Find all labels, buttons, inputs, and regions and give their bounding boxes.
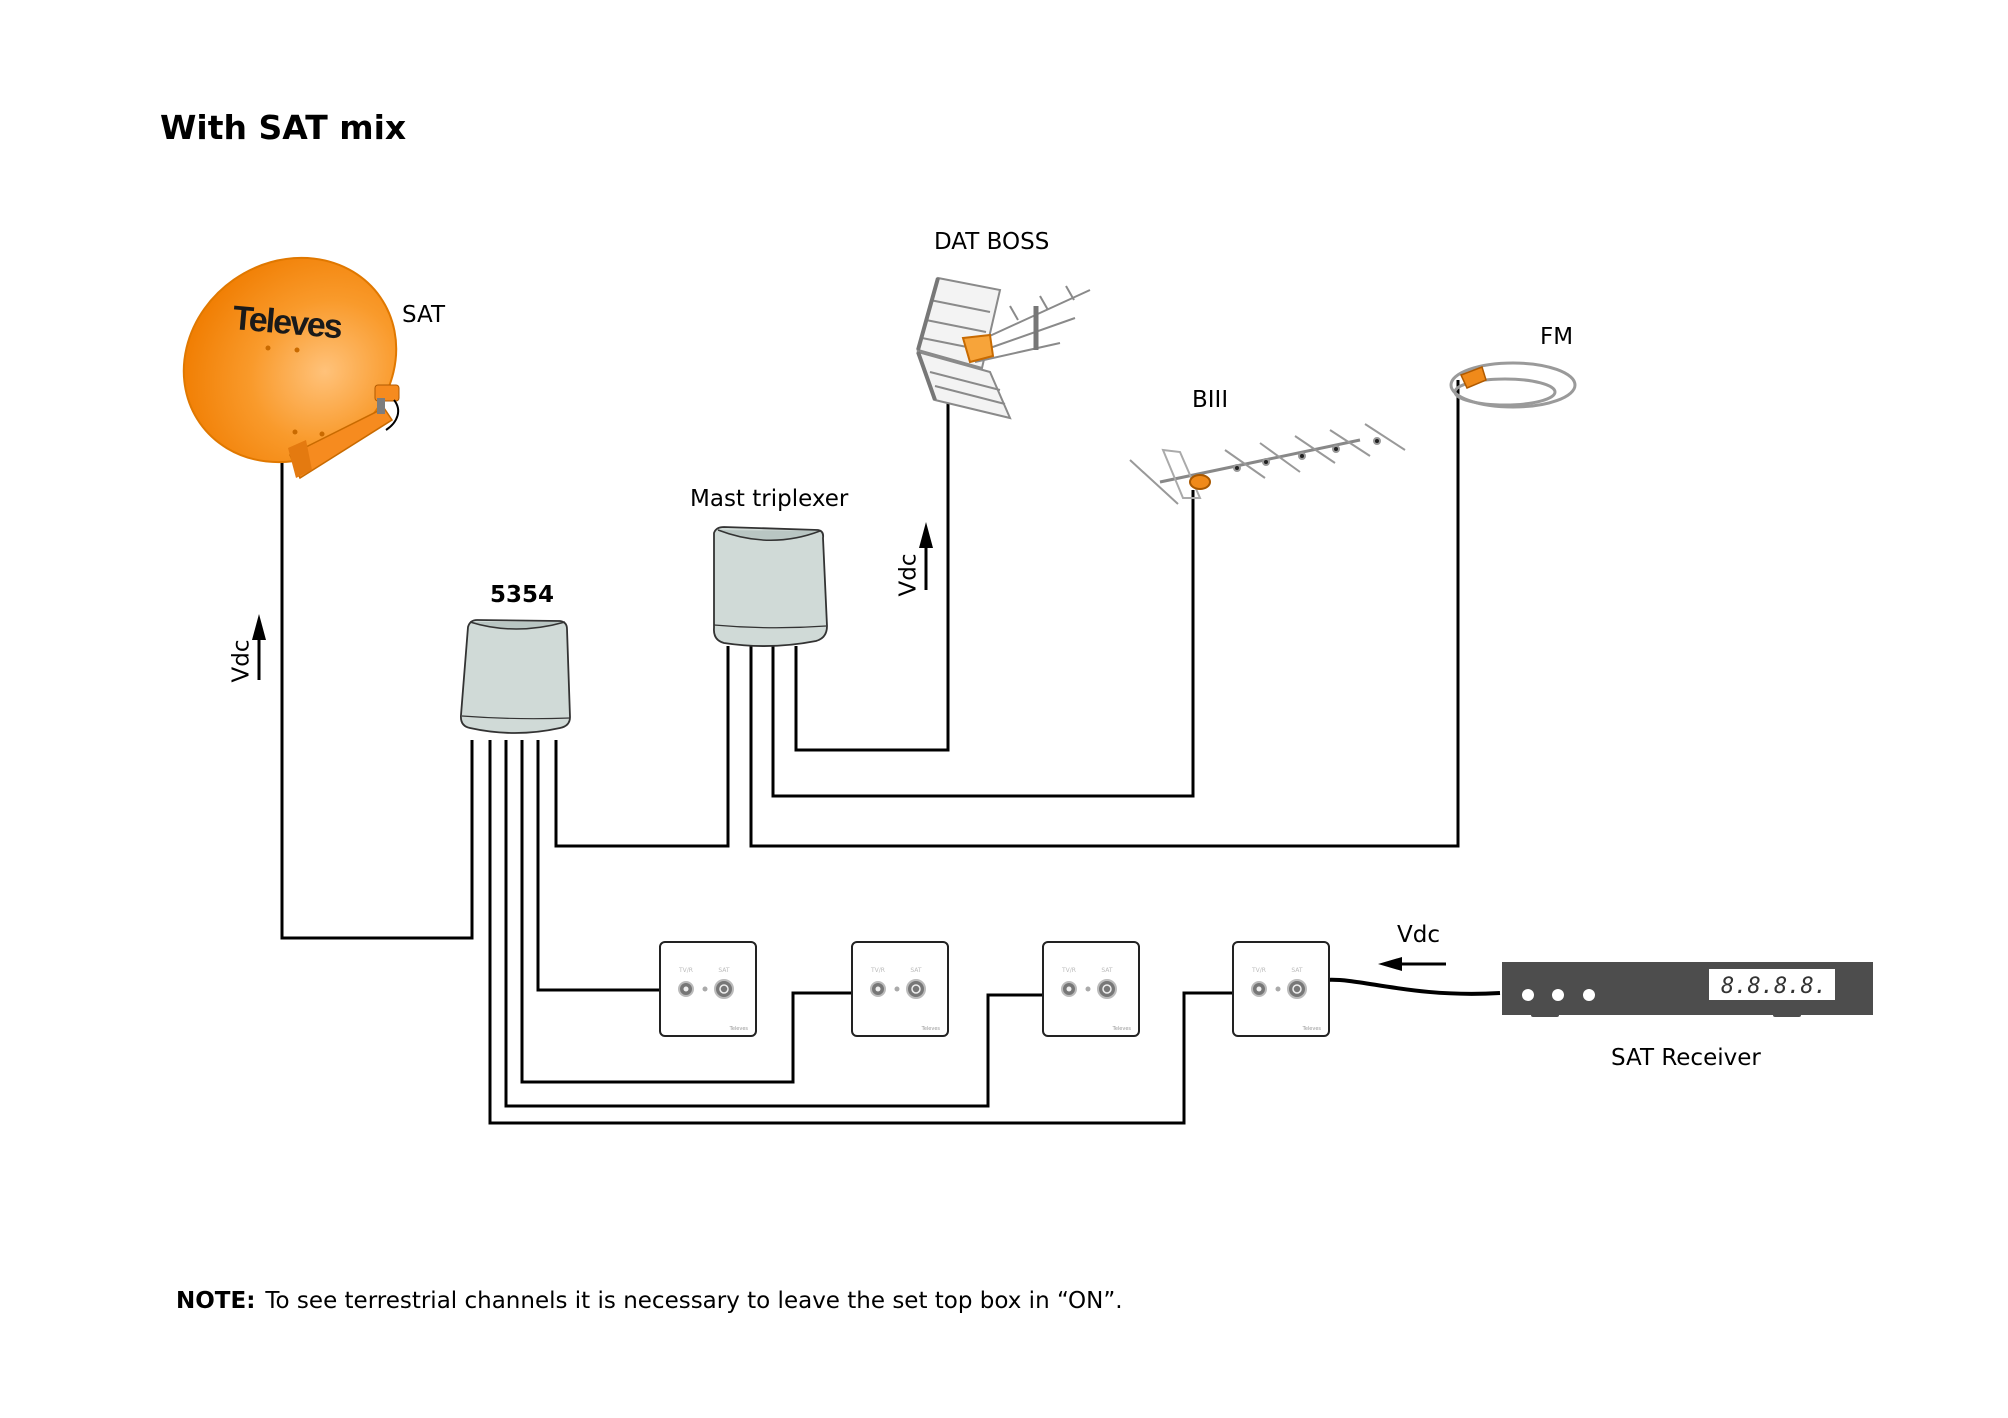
outlet-tv-label: TV/R <box>1061 967 1076 974</box>
vdc-arrow-receiver <box>1378 957 1446 971</box>
outlet-tv-label: TV/R <box>870 967 885 974</box>
cable-triplexer-to-biii <box>771 490 1195 798</box>
outlet-brand: Televes <box>1112 1026 1132 1032</box>
sat-receiver-label: SAT Receiver <box>1611 1045 1761 1071</box>
outlet-tv-label: TV/R <box>678 967 693 974</box>
dat-boss-antenna-icon <box>916 276 1091 420</box>
sat-socket[interactable] <box>1287 979 1307 999</box>
outlet-sat-label: SAT <box>1291 967 1303 974</box>
wall-outlet: TV/R SAT Televes <box>659 941 757 1037</box>
fm-label: FM <box>1540 324 1574 350</box>
wall-outlet: TV/R SAT Televes <box>1042 941 1140 1037</box>
receiver-button[interactable] <box>1552 989 1564 1001</box>
page-title: With SAT mix <box>160 108 407 147</box>
multiswitch-label: 5354 <box>490 582 555 608</box>
outlet-brand: Televes <box>1302 1026 1322 1032</box>
cable-out2 <box>520 740 852 1084</box>
vdc-label-receiver: Vdc <box>1397 922 1440 948</box>
receiver-display-text: 8.8.8.8. <box>1721 974 1827 999</box>
dish-brand: Televes <box>231 299 343 346</box>
outlet-tv-label: TV/R <box>1251 967 1266 974</box>
vdc-label-datboss: Vdc <box>895 553 922 597</box>
led-indicator <box>702 986 708 992</box>
cable-out4 <box>488 740 1233 1125</box>
cable-sat-to-multiswitch <box>280 462 474 940</box>
outlet-sat-label: SAT <box>1101 967 1113 974</box>
receiver-button[interactable] <box>1583 989 1595 1001</box>
mast-triplexer-icon <box>713 526 828 647</box>
mast-triplexer-label: Mast triplexer <box>690 486 849 512</box>
dat-boss-label: DAT BOSS <box>934 229 1050 255</box>
sat-socket[interactable] <box>1097 979 1117 999</box>
cable-multiswitch-to-triplexer <box>554 646 730 848</box>
cable-triplexer-to-datboss <box>794 395 950 752</box>
outlet-sat-label: SAT <box>910 967 922 974</box>
note-prefix: NOTE: <box>176 1288 256 1314</box>
sat-receiver-icon: 8.8.8.8. <box>1502 962 1873 1017</box>
vdc-arrow-datboss <box>919 522 933 590</box>
receiver-button[interactable] <box>1522 989 1534 1001</box>
led-indicator <box>1085 986 1091 992</box>
sat-label: SAT <box>402 302 446 328</box>
biii-antenna-icon <box>1129 423 1406 505</box>
biii-label: BIII <box>1192 387 1229 413</box>
note: NOTE: To see terrestrial channels it is n… <box>176 1288 1123 1314</box>
note-text: To see terrestrial channels it is necess… <box>265 1288 1123 1314</box>
sat-dish-icon: Televes <box>182 256 400 480</box>
vdc-label-sat: Vdc <box>228 639 255 683</box>
wall-outlet: TV/R SAT Televes <box>1232 941 1330 1037</box>
cables <box>280 380 1501 1125</box>
cable-triplexer-to-fm <box>749 380 1460 848</box>
wall-outlet: TV/R SAT Televes <box>851 941 949 1037</box>
multiswitch-5354-icon <box>460 619 571 734</box>
led-indicator <box>1275 986 1281 992</box>
outlet-brand: Televes <box>729 1026 749 1032</box>
outlet-brand: Televes <box>921 1026 941 1032</box>
sat-socket[interactable] <box>714 979 734 999</box>
cable-out1 <box>536 740 660 992</box>
cable-out3 <box>504 740 1043 1108</box>
fm-antenna-icon <box>1449 361 1577 409</box>
vdc-arrow-sat <box>252 614 266 680</box>
led-indicator <box>894 986 900 992</box>
receiver-display <box>1709 969 1835 1000</box>
sat-socket[interactable] <box>906 979 926 999</box>
outlet-sat-label: SAT <box>718 967 730 974</box>
